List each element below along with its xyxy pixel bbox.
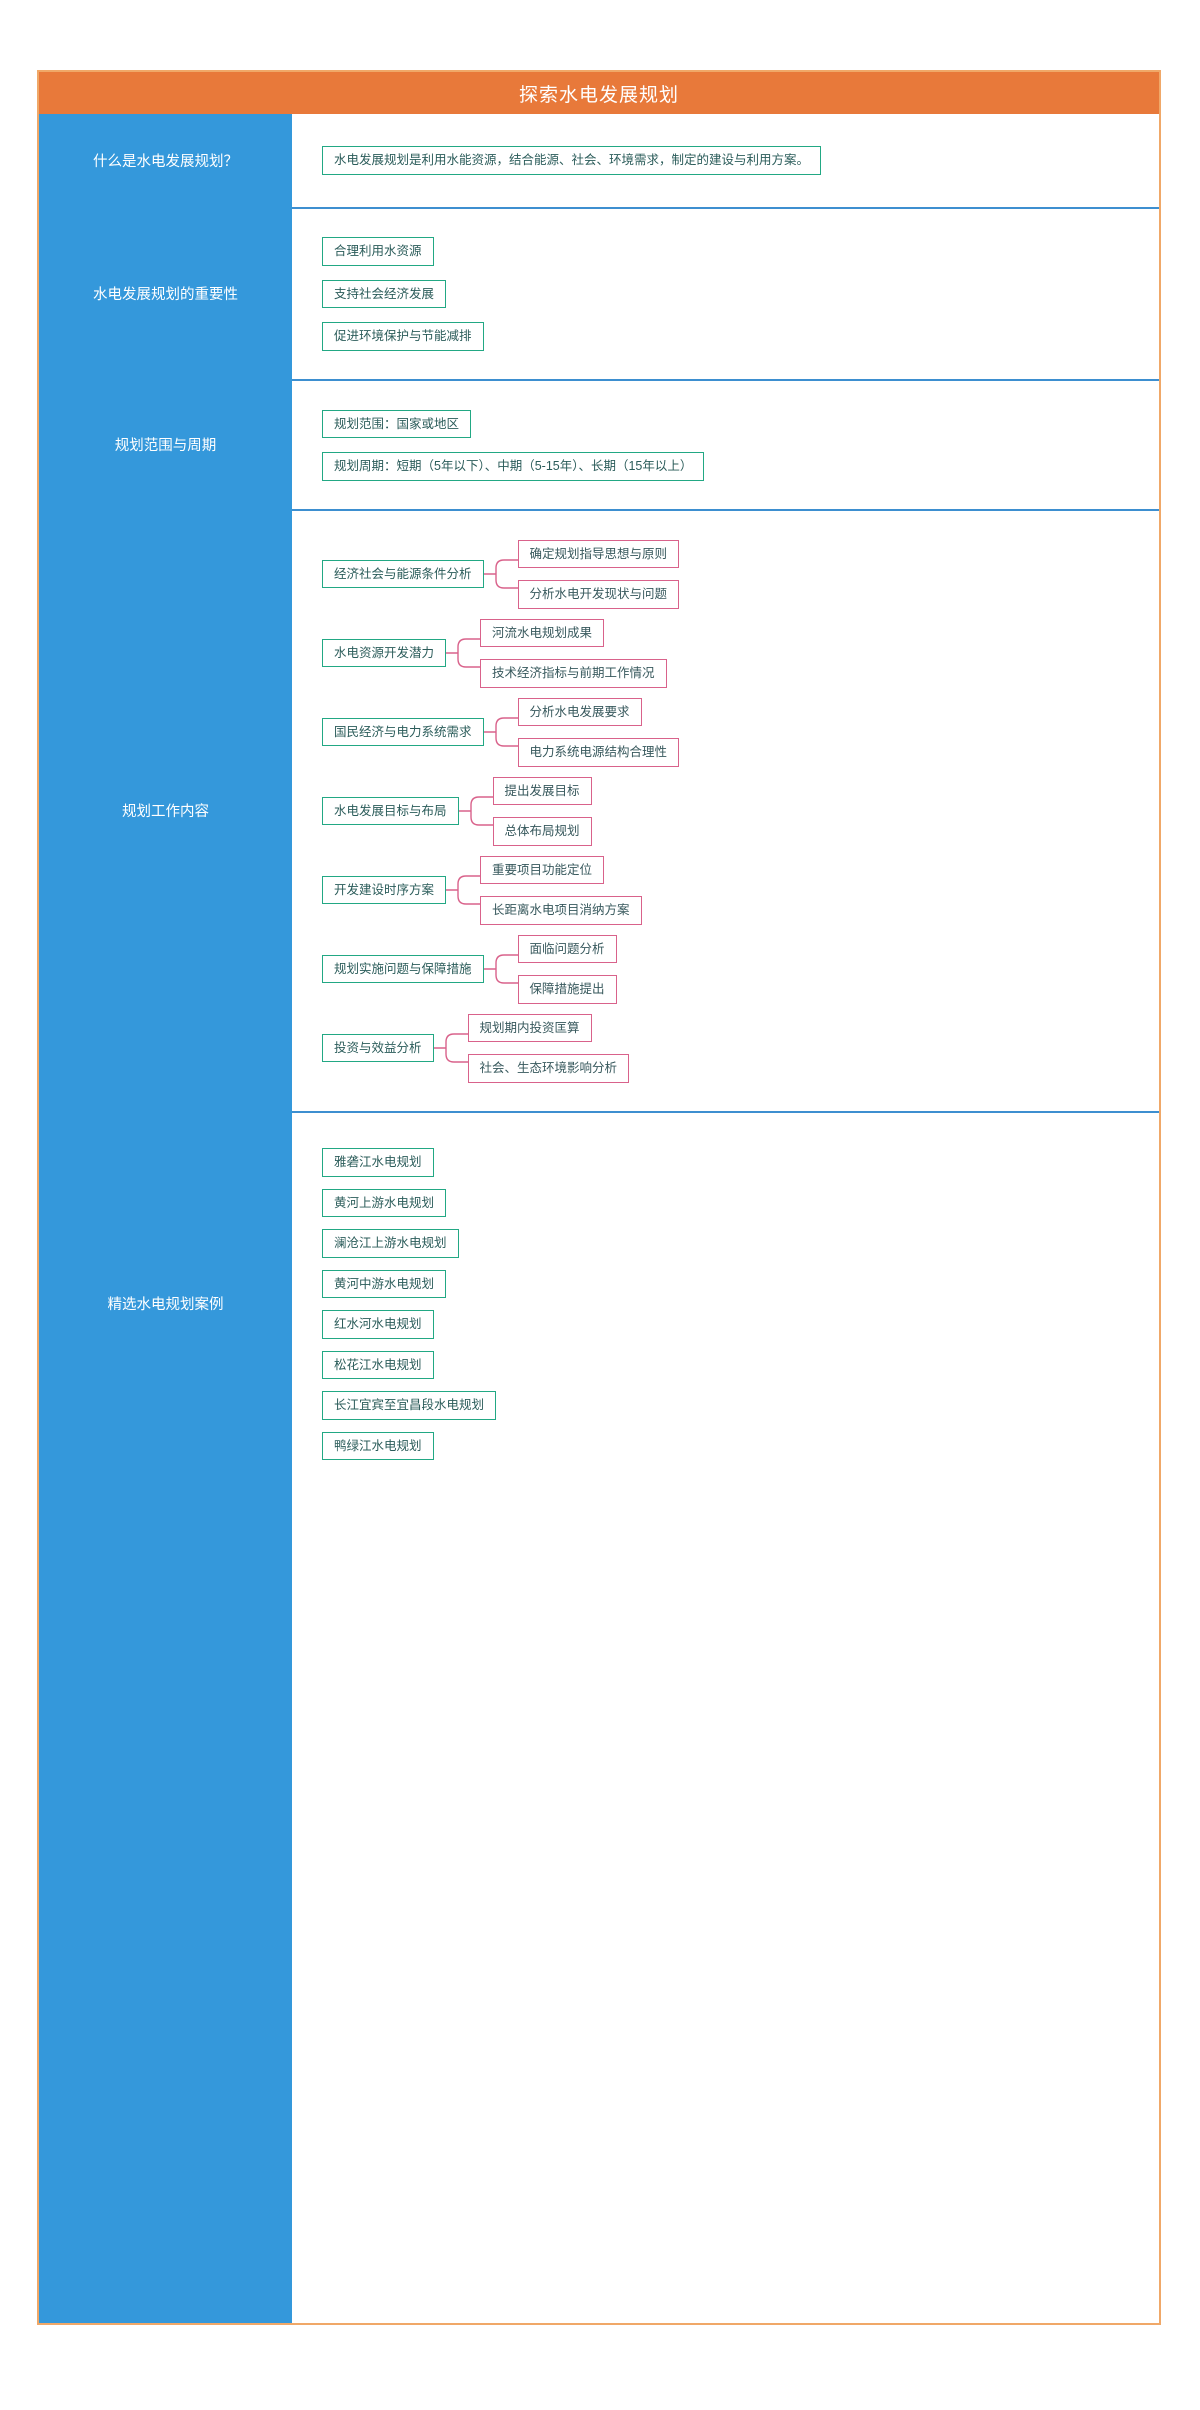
branch-parent-node[interactable]: 水电资源开发潜力 bbox=[322, 638, 447, 668]
case-node[interactable]: 澜沧江上游水电规划 bbox=[322, 1229, 459, 1258]
case-node[interactable]: 红水河水电规划 bbox=[322, 1310, 434, 1339]
branch-child-node[interactable]: 分析水电发展要求 bbox=[517, 697, 642, 726]
branch-children: 规划期内投资匡算 社会、生态环境影响分析 bbox=[467, 1013, 630, 1083]
case-node[interactable]: 鸭绿江水电规划 bbox=[322, 1431, 434, 1460]
branch-child-node[interactable]: 面临问题分析 bbox=[517, 934, 617, 963]
branch-child-node[interactable]: 电力系统电源结构合理性 bbox=[517, 738, 680, 767]
branch-parent-node[interactable]: 国民经济与电力系统需求 bbox=[322, 717, 484, 747]
branch-row: 经济社会与能源条件分析 确定规划指导思想与原则 分析水电开发现状与问题 bbox=[322, 539, 1159, 609]
branch-row: 投资与效益分析 规划期内投资匡算 社会、生态环境影响分析 bbox=[322, 1013, 1159, 1083]
branch-row: 规划实施问题与保障措施 面临问题分析 保障措施提出 bbox=[322, 934, 1159, 1004]
branch-child-node[interactable]: 重要项目功能定位 bbox=[480, 855, 605, 884]
branch-child-node[interactable]: 提出发展目标 bbox=[492, 776, 592, 805]
node-stack-scope-cycle: 规划范围：国家或地区 规划周期：短期（5年以下）、中期（5-15年）、长期（15… bbox=[322, 409, 1159, 481]
case-node[interactable]: 松花江水电规划 bbox=[322, 1350, 434, 1379]
branch-children: 提出发展目标 总体布局规划 bbox=[492, 776, 592, 846]
node-cycle[interactable]: 规划周期：短期（5年以下）、中期（5-15年）、长期（15年以上） bbox=[322, 452, 705, 481]
section-label-work-content[interactable]: 规划工作内容 bbox=[122, 803, 209, 820]
node-definition[interactable]: 水电发展规划是利用水能资源，结合能源、社会、环境需求，制定的建设与利用方案。 bbox=[322, 146, 822, 175]
branch-row: 国民经济与电力系统需求 分析水电发展要求 电力系统电源结构合理性 bbox=[322, 697, 1159, 767]
branch-connector-icon bbox=[446, 862, 481, 918]
node-stack-importance: 合理利用水资源 支持社会经济发展 促进环境保护与节能减排 bbox=[322, 237, 1159, 351]
node-importance-2[interactable]: 支持社会经济发展 bbox=[322, 279, 447, 309]
branch-child-node[interactable]: 保障措施提出 bbox=[517, 975, 617, 1004]
branch-row: 水电资源开发潜力 河流水电规划成果 技术经济指标与前期工作情况 bbox=[322, 618, 1159, 688]
node-importance-3[interactable]: 促进环境保护与节能减排 bbox=[322, 322, 484, 351]
section-label-what-is[interactable]: 什么是水电发展规划？ bbox=[93, 154, 238, 170]
branch-child-node[interactable]: 社会、生态环境影响分析 bbox=[467, 1054, 630, 1083]
node-scope[interactable]: 规划范围：国家或地区 bbox=[322, 409, 472, 438]
branch-child-node[interactable]: 总体布局规划 bbox=[492, 817, 592, 846]
branch-child-node[interactable]: 技术经济指标与前期工作情况 bbox=[480, 659, 667, 688]
branch-connector-icon bbox=[483, 704, 518, 760]
branch-parent-node[interactable]: 开发建设时序方案 bbox=[322, 875, 447, 905]
branch-children: 重要项目功能定位 长距离水电项目消纳方案 bbox=[480, 855, 642, 925]
branch-children: 分析水电发展要求 电力系统电源结构合理性 bbox=[517, 697, 680, 767]
mindmap-container: 探索水电发展规划 什么是水电发展规划？ 水电发展规划的重要性 规划范围与周期 规… bbox=[37, 70, 1161, 2325]
mindmap-body: 什么是水电发展规划？ 水电发展规划的重要性 规划范围与周期 规划工作内容 精选水… bbox=[39, 114, 1159, 2323]
branch-row: 水电发展目标与布局 提出发展目标 总体布局规划 bbox=[322, 776, 1159, 846]
branch-connector-icon bbox=[458, 783, 493, 839]
section-content-scope-cycle: 规划范围：国家或地区 规划周期：短期（5年以下）、中期（5-15年）、长期（15… bbox=[292, 379, 1159, 509]
case-node[interactable]: 长江宜宾至宜昌段水电规划 bbox=[322, 1391, 497, 1420]
section-content-cases: 雅砻江水电规划 黄河上游水电规划 澜沧江上游水电规划 黄河中游水电规划 红水河水… bbox=[292, 1111, 1159, 1495]
branch-parent-node[interactable]: 投资与效益分析 bbox=[322, 1033, 434, 1063]
branch-child-node[interactable]: 分析水电开发现状与问题 bbox=[517, 580, 680, 609]
case-node[interactable]: 黄河上游水电规划 bbox=[322, 1188, 447, 1217]
branch-children: 河流水电规划成果 技术经济指标与前期工作情况 bbox=[480, 618, 667, 688]
branch-connector-icon bbox=[433, 1020, 468, 1076]
case-node[interactable]: 雅砻江水电规划 bbox=[322, 1148, 434, 1177]
section-label-importance[interactable]: 水电发展规划的重要性 bbox=[93, 286, 238, 303]
branch-connector-icon bbox=[483, 546, 518, 602]
section-content-column: 水电发展规划是利用水能资源，结合能源、社会、环境需求，制定的建设与利用方案。 合… bbox=[292, 114, 1159, 2323]
branch-list: 经济社会与能源条件分析 确定规划指导思想与原则 分析水电开发现状与问题 水电 bbox=[322, 534, 1159, 1089]
section-content-work-content: 经济社会与能源条件分析 确定规划指导思想与原则 分析水电开发现状与问题 水电 bbox=[292, 509, 1159, 1111]
branch-child-node[interactable]: 确定规划指导思想与原则 bbox=[517, 539, 680, 568]
branch-parent-node[interactable]: 水电发展目标与布局 bbox=[322, 796, 459, 826]
section-content-importance: 合理利用水资源 支持社会经济发展 促进环境保护与节能减排 bbox=[292, 207, 1159, 379]
section-label-column: 什么是水电发展规划？ 水电发展规划的重要性 规划范围与周期 规划工作内容 精选水… bbox=[39, 114, 292, 2323]
case-node[interactable]: 黄河中游水电规划 bbox=[322, 1269, 447, 1298]
section-content-what-is: 水电发展规划是利用水能资源，结合能源、社会、环境需求，制定的建设与利用方案。 bbox=[292, 114, 1159, 207]
branch-children: 确定规划指导思想与原则 分析水电开发现状与问题 bbox=[517, 539, 680, 609]
branch-child-node[interactable]: 河流水电规划成果 bbox=[480, 618, 605, 647]
branch-child-node[interactable]: 长距离水电项目消纳方案 bbox=[480, 896, 642, 925]
branch-connector-icon bbox=[483, 941, 518, 997]
mindmap-title-bar: 探索水电发展规划 bbox=[39, 72, 1159, 114]
page-title: 探索水电发展规划 bbox=[518, 84, 679, 106]
branch-children: 面临问题分析 保障措施提出 bbox=[517, 934, 617, 1004]
branch-row: 开发建设时序方案 重要项目功能定位 长距离水电项目消纳方案 bbox=[322, 855, 1159, 925]
case-node-stack: 雅砻江水电规划 黄河上游水电规划 澜沧江上游水电规划 黄河中游水电规划 红水河水… bbox=[322, 1140, 1159, 1468]
branch-child-node[interactable]: 规划期内投资匡算 bbox=[467, 1013, 592, 1042]
node-importance-1[interactable]: 合理利用水资源 bbox=[322, 237, 434, 266]
branch-parent-node[interactable]: 规划实施问题与保障措施 bbox=[322, 954, 484, 984]
branch-connector-icon bbox=[446, 625, 481, 681]
section-label-scope-cycle[interactable]: 规划范围与周期 bbox=[114, 437, 217, 454]
node-stack-what-is: 水电发展规划是利用水能资源，结合能源、社会、环境需求，制定的建设与利用方案。 bbox=[322, 146, 1159, 175]
section-label-cases[interactable]: 精选水电规划案例 bbox=[107, 1296, 224, 1313]
branch-parent-node[interactable]: 经济社会与能源条件分析 bbox=[322, 559, 484, 589]
